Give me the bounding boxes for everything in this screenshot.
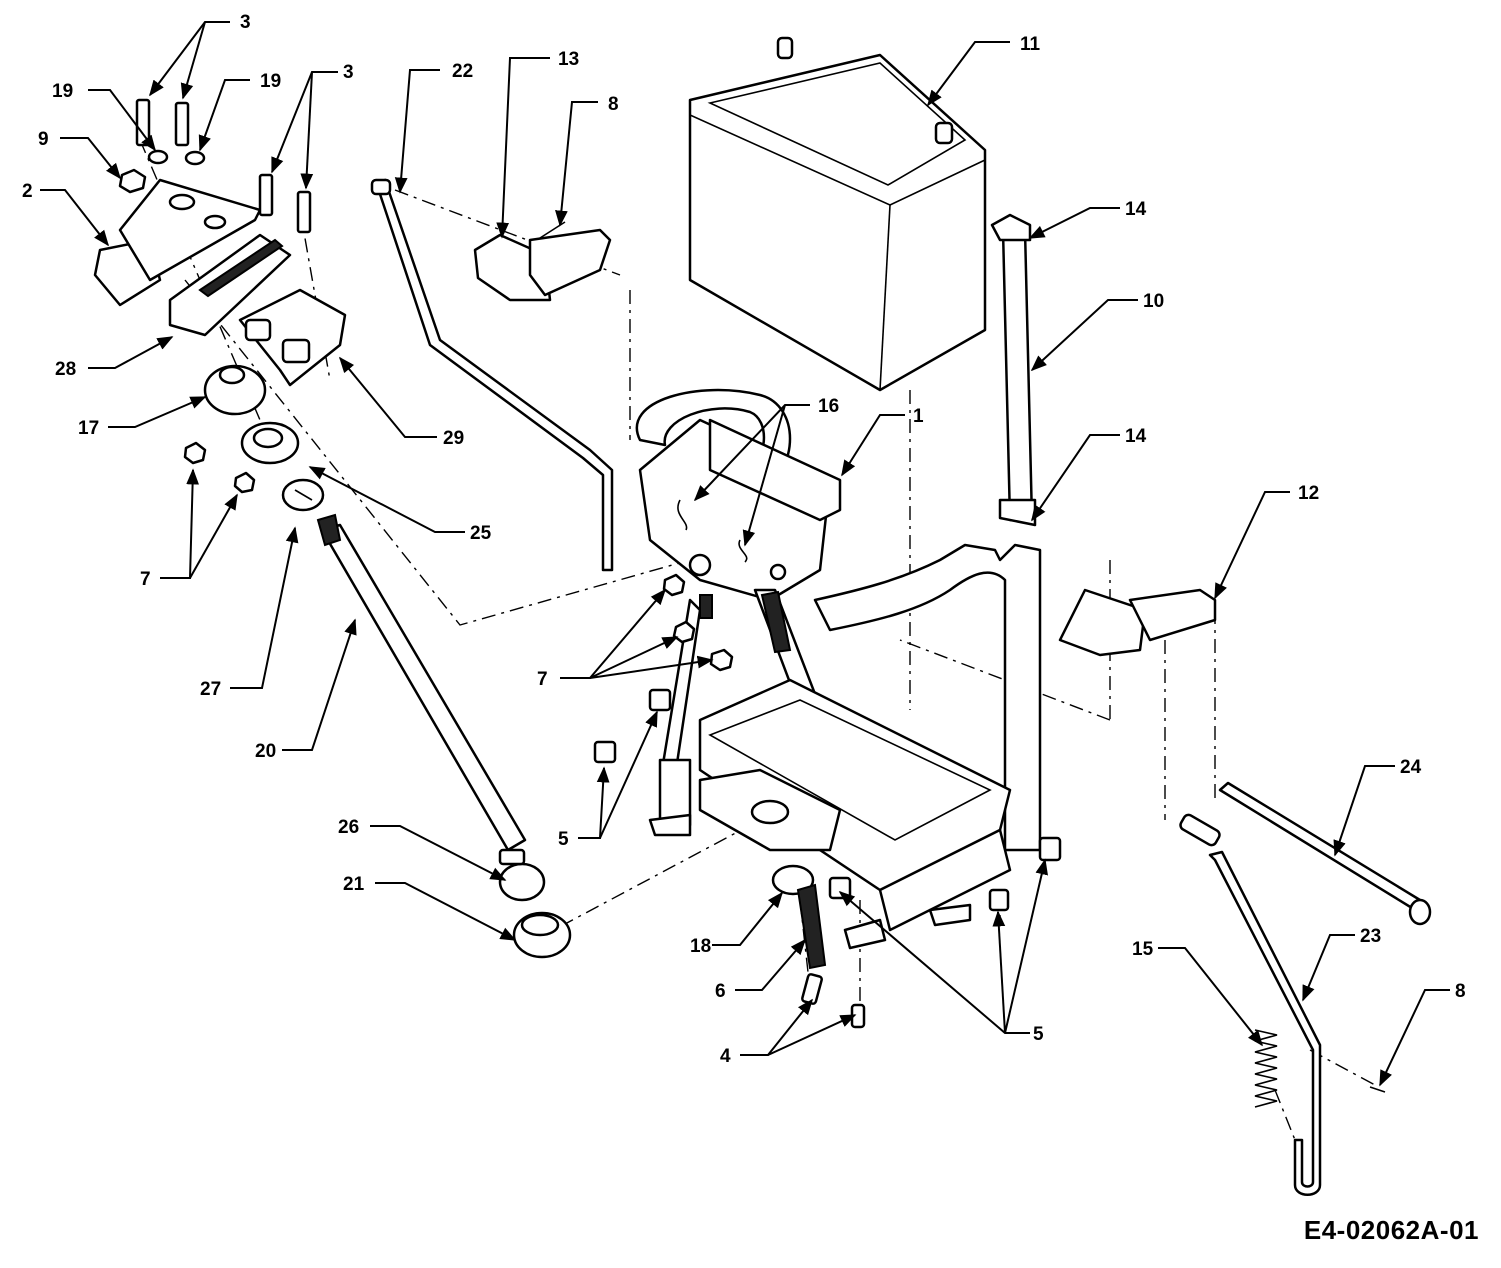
callout-3b: 3 bbox=[343, 62, 354, 83]
callout-11: 11 bbox=[1020, 34, 1041, 55]
callout-7a: 7 bbox=[140, 569, 151, 590]
callout-20: 20 bbox=[255, 741, 276, 762]
callout-8a: 8 bbox=[608, 94, 619, 115]
main-frame bbox=[635, 388, 1042, 950]
callout-27: 27 bbox=[200, 679, 221, 700]
callout-5b: 5 bbox=[1033, 1024, 1044, 1045]
callout-16: 16 bbox=[818, 396, 839, 417]
pedal-bracket-13 bbox=[473, 228, 612, 302]
callout-26: 26 bbox=[338, 817, 359, 838]
callout-14a: 14 bbox=[1125, 199, 1147, 220]
callout-leaders bbox=[40, 21, 1450, 1087]
callout-10: 10 bbox=[1143, 291, 1164, 312]
callout-1: 1 bbox=[913, 406, 924, 427]
callout-9: 9 bbox=[38, 129, 49, 150]
callout-14b: 14 bbox=[1125, 426, 1147, 447]
callout-5a: 5 bbox=[558, 829, 569, 850]
pedal-bracket-12 bbox=[1058, 588, 1217, 657]
callout-2: 2 bbox=[22, 181, 33, 202]
battery-strap bbox=[990, 213, 1037, 527]
callout-21: 21 bbox=[343, 874, 365, 895]
callout-24: 24 bbox=[1400, 757, 1422, 778]
callout-29: 29 bbox=[443, 428, 464, 449]
callout-28: 28 bbox=[55, 359, 76, 380]
callout-17: 17 bbox=[78, 418, 99, 439]
callout-22: 22 bbox=[452, 61, 473, 82]
rod-24 bbox=[1218, 781, 1432, 926]
steering-head bbox=[93, 98, 347, 494]
clips bbox=[539, 221, 1386, 1093]
callout-19b: 19 bbox=[260, 71, 281, 92]
lower-fasteners bbox=[593, 573, 1062, 1029]
rod-22 bbox=[370, 178, 614, 572]
callout-3a: 3 bbox=[240, 12, 251, 33]
callout-4: 4 bbox=[720, 1046, 731, 1067]
callout-25: 25 bbox=[470, 523, 492, 544]
drawing-code: E4-02062A-01 bbox=[1303, 1215, 1479, 1245]
callout-labels: 3 19 19 3 9 2 28 17 29 25 7 27 20 26 21 … bbox=[22, 12, 1466, 1067]
callout-12: 12 bbox=[1298, 483, 1319, 504]
callout-23: 23 bbox=[1360, 926, 1381, 947]
callout-8b: 8 bbox=[1455, 981, 1466, 1002]
callout-7b: 7 bbox=[537, 669, 548, 690]
callout-19a: 19 bbox=[52, 81, 73, 102]
callout-13: 13 bbox=[558, 49, 579, 70]
rod-23 bbox=[1179, 813, 1322, 1196]
battery bbox=[688, 36, 987, 392]
steering-shaft bbox=[281, 478, 572, 959]
callout-15: 15 bbox=[1132, 939, 1154, 960]
callout-6: 6 bbox=[715, 981, 726, 1002]
callout-18: 18 bbox=[690, 936, 711, 957]
